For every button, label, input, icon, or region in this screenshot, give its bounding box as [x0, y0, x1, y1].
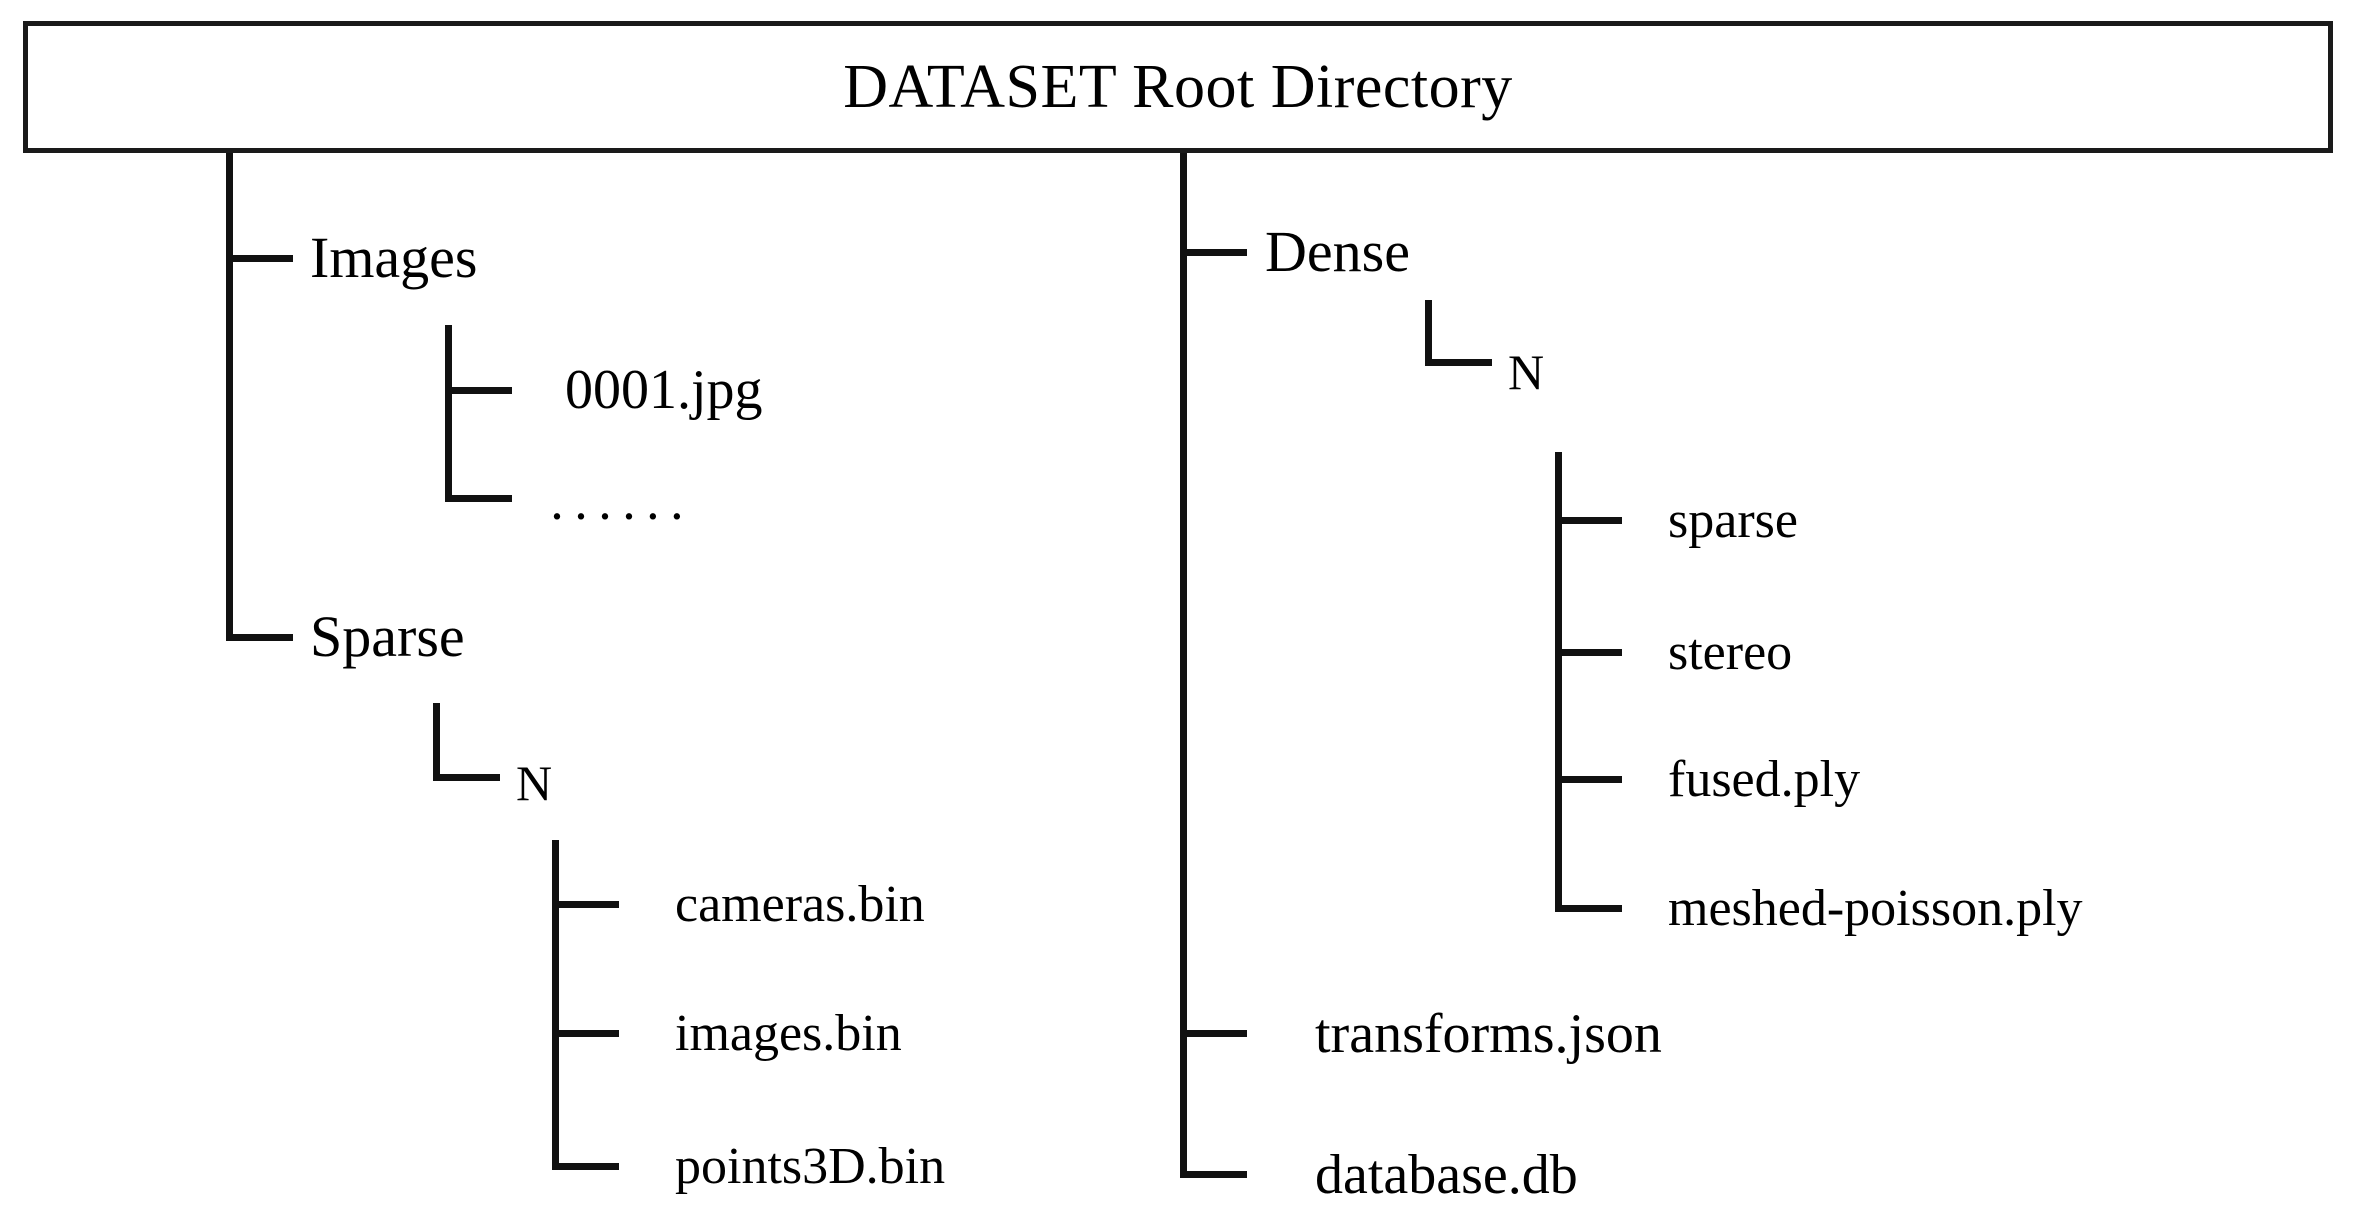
- dense-n-trunk-full: [1555, 452, 1562, 912]
- root-directory-box: DATASET Root Directory: [23, 21, 2333, 153]
- node-meshed-poisson-ply: meshed-poisson.ply: [1668, 880, 2083, 937]
- node-0001-jpg: 0001.jpg: [565, 359, 763, 421]
- dense-stereo-connector-line: [1555, 649, 1622, 656]
- fused-ply-connector-line: [1555, 776, 1622, 783]
- node-ellipsis: ······: [548, 486, 692, 546]
- database-db-connector-line: [1180, 1171, 1247, 1178]
- cameras-bin-connector-line: [552, 901, 619, 908]
- right-trunk-line: [1180, 153, 1187, 1178]
- node-cameras-bin: cameras.bin: [675, 876, 925, 933]
- node-transforms-json: transforms.json: [1315, 1003, 1662, 1065]
- sparse-n-vertical-line: [433, 703, 440, 781]
- node-sparse-n: N: [516, 755, 553, 811]
- root-directory-label: DATASET Root Directory: [843, 53, 1513, 121]
- ellipsis-connector-line: [445, 495, 512, 502]
- sparse-n-connector-line: [433, 774, 500, 781]
- sparse-connector-line: [226, 634, 293, 641]
- left-trunk-line: [226, 153, 233, 641]
- points3d-bin-connector-line: [552, 1163, 619, 1170]
- dense-connector-line: [1180, 249, 1247, 256]
- dense-sparse-connector-line: [1555, 517, 1622, 524]
- sparse-n-subtree-trunk-line: [552, 840, 559, 1170]
- meshed-poisson-ply-connector-line: [1555, 905, 1622, 912]
- images-bin-connector-line: [552, 1030, 619, 1037]
- dense-n-connector-line: [1425, 359, 1492, 366]
- node-database-db: database.db: [1315, 1144, 1578, 1206]
- node-dense-n: N: [1508, 344, 1545, 400]
- images-connector-line: [226, 255, 293, 262]
- node-dense-stereo: stereo: [1668, 624, 1793, 681]
- node-points3d-bin: points3D.bin: [675, 1138, 946, 1195]
- transforms-json-connector-line: [1180, 1030, 1247, 1037]
- node-images-bin: images.bin: [675, 1005, 902, 1062]
- node-dense: Dense: [1265, 219, 1410, 284]
- dense-n-vertical-line: [1425, 300, 1432, 366]
- node-fused-ply: fused.ply: [1668, 751, 1861, 808]
- node-images: Images: [310, 225, 478, 290]
- node-dense-sparse: sparse: [1668, 492, 1798, 549]
- node-sparse: Sparse: [310, 604, 465, 669]
- images-subtree-trunk-line: [445, 325, 452, 502]
- image-file-connector-line: [445, 387, 512, 394]
